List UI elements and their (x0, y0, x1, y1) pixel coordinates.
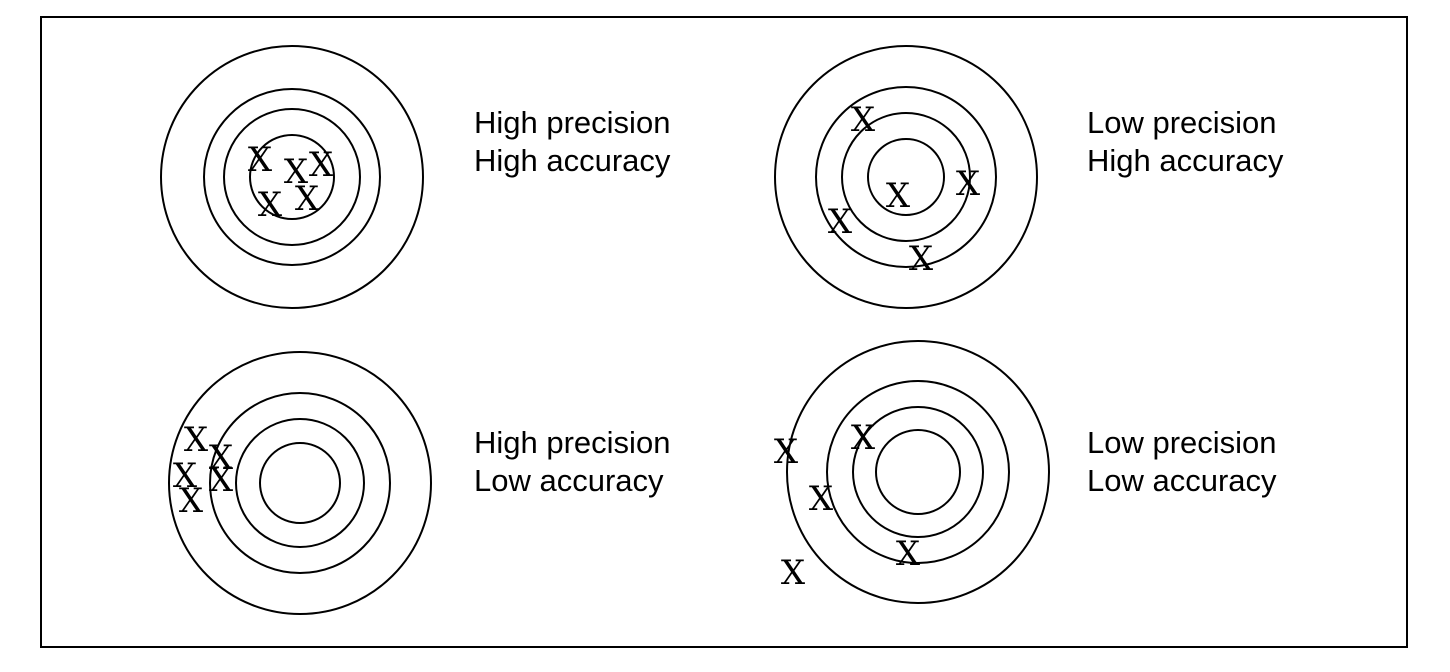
target-ring-3 (223, 108, 361, 246)
target-ring-2 (209, 392, 391, 574)
figure-frame (40, 16, 1408, 648)
hit-marker: X (851, 418, 876, 458)
hit-marker: X (209, 460, 234, 500)
hit-marker: X (781, 553, 806, 593)
target-ring-4 (867, 138, 945, 216)
hit-marker: X (258, 185, 283, 225)
caption-high-precision-low-accuracy: High precision Low accuracy (474, 424, 670, 500)
hit-marker: X (909, 239, 934, 279)
caption-line-precision: High precision (474, 105, 671, 140)
target-ring-4 (259, 442, 341, 524)
hit-marker: X (209, 438, 234, 478)
target-ring-2 (815, 86, 997, 268)
caption-line-accuracy: Low accuracy (474, 463, 664, 498)
hit-marker: X (309, 145, 334, 185)
hit-marker: X (284, 152, 309, 192)
target-ring-1 (774, 45, 1038, 309)
hit-marker: X (886, 176, 911, 216)
hit-marker: X (248, 140, 273, 180)
hit-marker: X (809, 479, 834, 519)
target-ring-2 (826, 380, 1010, 564)
caption-line-precision: Low precision (1087, 105, 1277, 140)
caption-line-accuracy: High accuracy (474, 143, 671, 178)
hit-marker: X (896, 534, 921, 574)
hit-marker: X (184, 420, 209, 460)
hit-marker: X (295, 179, 320, 219)
hit-marker: X (828, 202, 853, 242)
hit-marker: X (774, 432, 799, 472)
target-ring-4 (875, 429, 961, 515)
hit-marker: X (851, 100, 876, 140)
target-ring-3 (852, 406, 984, 538)
target-ring-2 (203, 88, 381, 266)
target-ring-1 (786, 340, 1050, 604)
target-ring-1 (168, 351, 432, 615)
hit-marker: X (956, 164, 981, 204)
target-ring-1 (160, 45, 424, 309)
caption-line-precision: High precision (474, 425, 671, 460)
target-ring-3 (235, 418, 365, 548)
caption-low-precision-high-accuracy: Low precision High accuracy (1087, 104, 1283, 180)
caption-line-accuracy: High accuracy (1087, 143, 1284, 178)
caption-high-precision-high-accuracy: High precision High accuracy (474, 104, 670, 180)
hit-marker: X (179, 481, 204, 521)
caption-low-precision-low-accuracy: Low precision Low accuracy (1087, 424, 1277, 500)
caption-line-accuracy: Low accuracy (1087, 463, 1277, 498)
target-ring-4 (249, 134, 335, 220)
target-ring-3 (841, 112, 971, 242)
hit-marker: X (173, 456, 198, 496)
caption-line-precision: Low precision (1087, 425, 1277, 460)
